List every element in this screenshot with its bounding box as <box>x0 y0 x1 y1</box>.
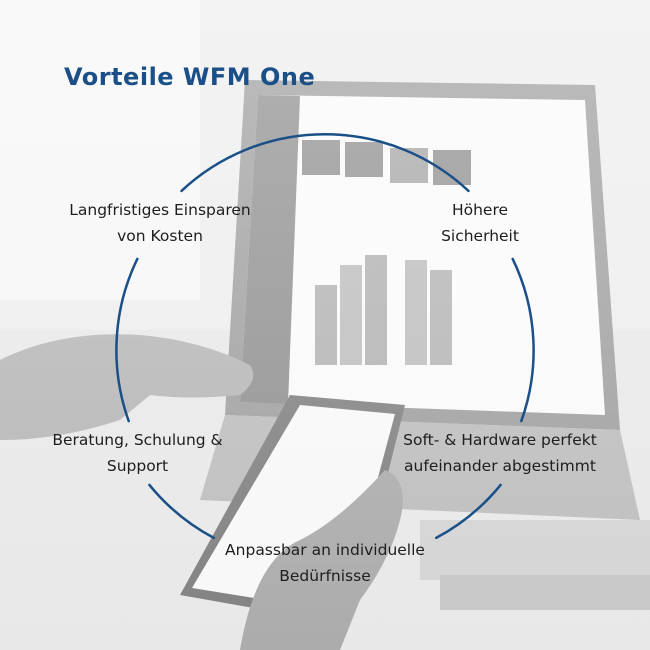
benefit-line: Langfristiges Einsparen <box>69 201 251 219</box>
benefit-line: Support <box>106 457 169 475</box>
benefit-soft-hardware: Soft- & Hardware perfekt aufeinander abg… <box>380 427 620 479</box>
benefit-line: aufeinander abgestimmt <box>404 457 596 475</box>
circle-arc-top <box>180 133 470 193</box>
benefit-line: Beratung, Schulung & <box>52 431 223 449</box>
benefit-cost-savings: Langfristiges Einsparen von Kosten <box>40 197 280 249</box>
benefit-line: Höhere <box>451 201 509 219</box>
benefit-line: Sicherheit <box>441 227 519 245</box>
benefit-line: Bedürfnisse <box>279 567 371 585</box>
benefit-security: Höhere Sicherheit <box>400 197 560 249</box>
circle-arc-bottom-left <box>148 483 216 540</box>
circle-arc-bottom-right <box>434 483 502 540</box>
benefit-line: von Kosten <box>117 227 203 245</box>
benefit-line: Anpassbar an individuelle <box>225 541 425 559</box>
benefit-customizable: Anpassbar an individuelle Bedürfnisse <box>195 537 455 589</box>
circle-arc-left <box>115 257 139 423</box>
page-title: Vorteile WFM One <box>64 63 316 91</box>
benefit-line: Soft- & Hardware perfekt <box>403 431 597 449</box>
circle-arc-right <box>511 257 535 423</box>
benefit-consulting: Beratung, Schulung & Support <box>30 427 245 479</box>
